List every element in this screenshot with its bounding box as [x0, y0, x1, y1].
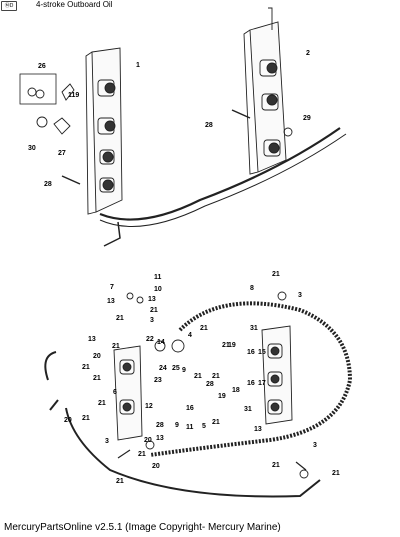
header-bar: ⓂD 4-stroke Outboard Oil	[0, 0, 400, 12]
callout-9[interactable]: 9	[182, 367, 186, 374]
upper-callouts: 1 2 26 119 30 27 28 28 29	[28, 50, 311, 188]
callout-23[interactable]: 23	[154, 377, 162, 384]
callout-119[interactable]: 119	[68, 92, 79, 99]
callout-5[interactable]: 5	[202, 423, 206, 430]
callout-31[interactable]: 31	[250, 325, 258, 332]
callout-16[interactable]: 16	[247, 380, 255, 387]
callout-13[interactable]: 13	[254, 426, 262, 433]
callout-20[interactable]: 20	[93, 353, 101, 360]
lower-assembly-drawing	[44, 291, 353, 498]
callout-1[interactable]: 1	[136, 62, 140, 69]
callout-3[interactable]: 3	[298, 292, 302, 299]
parts-diagram: 1 2 26 119 30 27 28 28 29 7 11 10 13 13 …	[19, 7, 353, 498]
callout-28[interactable]: 28	[206, 381, 214, 388]
callout-30[interactable]: 30	[28, 145, 36, 152]
callout-21[interactable]: 21	[272, 271, 280, 278]
callout-21[interactable]: 21	[272, 462, 280, 469]
callout-21[interactable]: 21	[222, 342, 230, 349]
callout-21[interactable]: 21	[138, 451, 146, 458]
callout-24[interactable]: 24	[159, 365, 167, 372]
callout-14[interactable]: 14	[157, 339, 165, 346]
lower-callouts: 7 11 10 13 13 21 21 3 3 8 21 31 13 22 14…	[64, 271, 340, 485]
callout-11[interactable]: 11	[154, 274, 162, 281]
callout-20[interactable]: 20	[144, 437, 152, 444]
callout-22[interactable]: 22	[146, 336, 154, 343]
callout-7[interactable]: 7	[110, 284, 114, 291]
callout-21[interactable]: 21	[150, 307, 158, 314]
callout-21[interactable]: 21	[212, 419, 220, 426]
callout-28-left[interactable]: 28	[44, 181, 52, 188]
callout-31[interactable]: 31	[244, 406, 252, 413]
callout-16[interactable]: 16	[186, 405, 194, 412]
callout-21[interactable]: 21	[116, 478, 124, 485]
callout-28[interactable]: 28	[156, 422, 164, 429]
callout-3[interactable]: 3	[313, 442, 317, 449]
oil-category-icon[interactable]: ⓂD	[1, 1, 17, 11]
callout-13[interactable]: 13	[107, 298, 115, 305]
callout-15[interactable]: 15	[258, 349, 266, 356]
callout-11[interactable]: 11	[186, 424, 194, 431]
callout-27[interactable]: 27	[58, 150, 66, 157]
callout-4[interactable]: 4	[188, 332, 192, 339]
callout-28-right[interactable]: 28	[205, 122, 213, 129]
callout-29[interactable]: 29	[303, 115, 311, 122]
callout-13[interactable]: 13	[156, 435, 164, 442]
header-caption: 4-stroke Outboard Oil	[36, 0, 113, 9]
callout-19[interactable]: 19	[228, 342, 236, 349]
callout-2[interactable]: 2	[306, 50, 310, 57]
callout-19[interactable]: 19	[218, 393, 226, 400]
callout-8[interactable]: 8	[250, 285, 254, 292]
callout-16[interactable]: 16	[247, 349, 255, 356]
callout-21[interactable]: 21	[212, 373, 220, 380]
callout-21[interactable]: 21	[332, 470, 340, 477]
callout-21[interactable]: 21	[116, 315, 124, 322]
callout-13[interactable]: 13	[148, 296, 156, 303]
callout-10[interactable]: 10	[154, 286, 162, 293]
callout-12[interactable]: 12	[145, 403, 153, 410]
callout-21[interactable]: 21	[93, 375, 101, 382]
callout-9[interactable]: 9	[175, 422, 179, 429]
callout-21[interactable]: 21	[82, 415, 90, 422]
callout-13[interactable]: 13	[88, 336, 96, 343]
callout-26[interactable]: 26	[38, 63, 46, 70]
callout-6[interactable]: 6	[113, 389, 117, 396]
callout-21[interactable]: 21	[98, 400, 106, 407]
callout-21[interactable]: 21	[194, 373, 202, 380]
callout-3[interactable]: 3	[105, 438, 109, 445]
callout-20[interactable]: 20	[152, 463, 160, 470]
callout-20[interactable]: 20	[64, 417, 72, 424]
callout-21[interactable]: 21	[200, 325, 208, 332]
callout-3[interactable]: 3	[150, 317, 154, 324]
callout-21[interactable]: 21	[82, 364, 90, 371]
callout-18[interactable]: 18	[232, 387, 240, 394]
callout-17[interactable]: 17	[258, 380, 266, 387]
callout-21[interactable]: 21	[112, 343, 120, 350]
callout-25[interactable]: 25	[172, 365, 180, 372]
copyright-footer: MercuryPartsOnline v2.5.1 (Image Copyrig…	[4, 522, 281, 533]
upper-assembly-drawing	[19, 7, 347, 247]
